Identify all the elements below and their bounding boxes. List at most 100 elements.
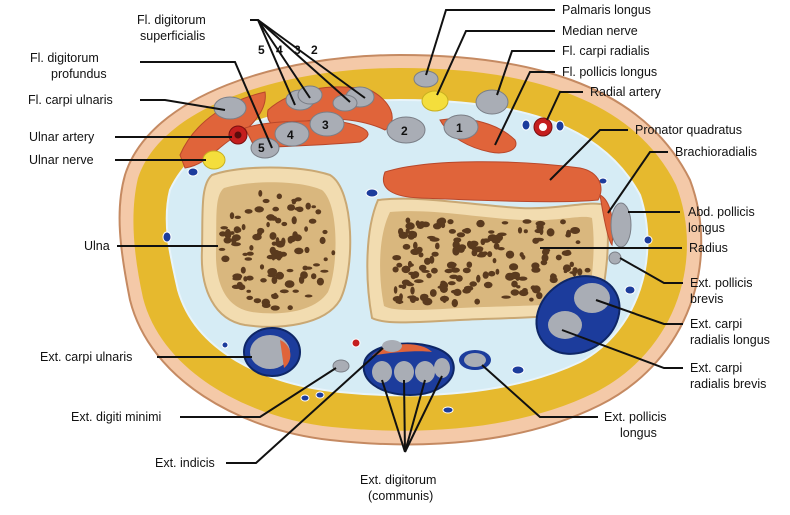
bone-pore — [405, 222, 414, 230]
bone-pore — [331, 250, 335, 255]
label-abd-pollicis-longus-line2: longus — [688, 221, 725, 235]
bone-pore — [496, 269, 500, 275]
bone-pore — [476, 275, 480, 283]
bone-pore — [449, 229, 456, 234]
bone-pore — [577, 268, 582, 275]
bone-pore — [565, 233, 571, 237]
bone-pore — [412, 271, 419, 278]
bone-pore — [453, 289, 461, 296]
bone-pore — [238, 284, 245, 290]
bone-pore — [311, 205, 316, 208]
ext-carpi-radialis-longus-tendon — [574, 283, 610, 313]
bone-pore — [518, 227, 522, 233]
label-fl-carpi-radialis: Fl. carpi radialis — [562, 44, 650, 58]
bone-pore — [441, 223, 445, 229]
bone-pore — [249, 245, 253, 251]
bone-pore — [277, 194, 282, 200]
bone-pore — [304, 226, 308, 232]
bone-pore — [521, 255, 525, 260]
bone-pore — [535, 229, 543, 233]
bone-pore — [410, 249, 420, 255]
bone-pore — [242, 224, 246, 230]
bone-pore — [469, 281, 477, 286]
bone-pore — [309, 219, 317, 224]
label-abd-pollicis-longus-line1: Abd. pollicis — [688, 205, 755, 219]
bone-pore — [287, 204, 295, 211]
bone-pore — [288, 305, 293, 310]
bone-pore — [402, 280, 410, 286]
bone-pore — [506, 251, 514, 259]
bone-pore — [266, 214, 275, 221]
bone-pore — [260, 264, 264, 269]
bone-pore — [260, 278, 267, 282]
bone-pore — [509, 263, 518, 270]
bone-pore — [464, 228, 471, 234]
bone-pore — [262, 299, 270, 307]
bone-pore — [547, 228, 555, 236]
bone-pore — [501, 296, 511, 299]
fcr-tendon — [476, 90, 508, 114]
bone-pore — [258, 190, 262, 197]
bone-pore — [287, 269, 294, 272]
bone-pore — [440, 286, 448, 293]
bone-pore — [413, 242, 418, 249]
bone-pore — [392, 255, 401, 260]
ext-digiti-minimi-tendon — [333, 360, 349, 372]
bone-pore — [396, 263, 402, 268]
label-ext-pollicis-brevis-line1: Ext. pollicis — [690, 276, 753, 290]
label-palmaris-longus: Palmaris longus — [562, 3, 651, 17]
bone-pore — [246, 296, 253, 300]
ulnar-artery — [229, 126, 247, 144]
bone-pore — [447, 219, 453, 224]
bone-pore — [523, 219, 532, 224]
bone-pore — [393, 267, 399, 273]
bone-pore — [397, 298, 402, 304]
bone-pore — [515, 275, 519, 281]
bone-pore — [317, 278, 324, 286]
bone-pore — [474, 299, 480, 305]
radial-artery — [534, 118, 552, 136]
bone-pore — [219, 248, 226, 251]
bone-pore — [410, 287, 414, 295]
bone-pore — [275, 218, 281, 224]
interosseous-artery — [352, 339, 360, 347]
bone-pore — [458, 244, 466, 250]
fds-number-2: 2 — [311, 43, 318, 57]
bone-pore — [273, 293, 277, 299]
epb-tendon — [609, 252, 621, 264]
bone-pore — [245, 257, 253, 261]
bone-pore — [292, 216, 297, 224]
bone-pore — [292, 231, 298, 239]
label-pronator-quadratus: Pronator quadratus — [635, 123, 742, 137]
median-nerve — [422, 91, 448, 111]
bone-pore — [320, 270, 328, 273]
label-ext-carpi-radialis-brevis-line2: radialis brevis — [690, 377, 766, 391]
fds-number-3: 3 — [294, 43, 301, 57]
fds-number-4: 4 — [276, 43, 283, 57]
bone-pore — [463, 268, 471, 274]
bone-pore — [419, 265, 427, 271]
bone-pore — [429, 256, 434, 264]
label-ext-digitorum-line2: (communis) — [368, 489, 433, 503]
label-ext-carpi-radialis-longus-line1: Ext. carpi — [690, 317, 742, 331]
bone-pore — [225, 229, 231, 237]
bone-pore — [456, 275, 463, 282]
label-ext-pollicis-longus-line1: Ext. pollicis — [604, 410, 667, 424]
bone-pore — [482, 238, 490, 242]
bone-pore — [511, 281, 518, 288]
bone-pore — [285, 280, 295, 288]
bone-pore — [431, 268, 438, 274]
bone-pore — [531, 285, 536, 290]
bone-pore — [532, 238, 539, 244]
label-ext-indicis: Ext. indicis — [155, 456, 215, 470]
label-fl-digitorum-superficialis-line2: superficialis — [140, 29, 205, 43]
bone-pore — [476, 220, 484, 227]
tendon-number-2: 2 — [401, 124, 408, 138]
bone-pore — [320, 237, 326, 244]
bone-pore — [440, 281, 445, 284]
bone-pore — [448, 281, 456, 285]
bone-pore — [435, 243, 440, 250]
label-median-nerve: Median nerve — [562, 24, 638, 38]
bone-pore — [470, 241, 479, 247]
bone-pore — [477, 254, 486, 258]
